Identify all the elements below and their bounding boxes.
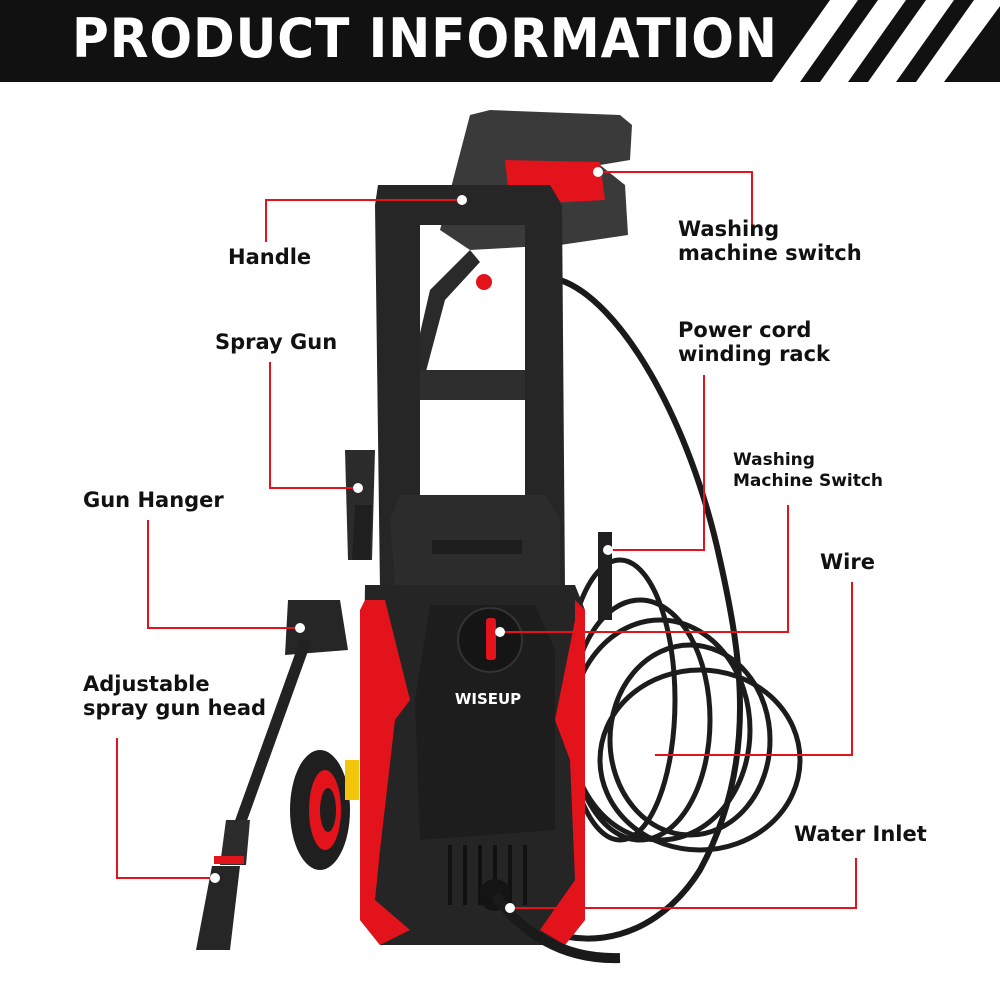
label-adjustable-spray-gun-head: Adjustable spray gun head: [83, 672, 267, 720]
lance-nozzle-grip: [220, 820, 250, 865]
banner-stripes: [772, 0, 1000, 82]
label-washing-machine-switch-top: Washing machine switch: [678, 217, 862, 265]
brand-logo: WISEUP: [455, 690, 521, 708]
right-red-trim: [540, 600, 585, 945]
label-water-inlet: Water Inlet: [794, 822, 927, 846]
vent-grille: [448, 845, 527, 905]
callout-lines: [116, 171, 857, 909]
label-wire: Wire: [820, 550, 875, 574]
frame-crossbar: [420, 370, 525, 400]
label-power-cord-winding-rack: Power cord winding rack: [678, 318, 831, 366]
header-banner: PRODUCT INFORMATION: [0, 0, 1000, 82]
power-cord: [497, 277, 743, 942]
inlet-hose: [490, 892, 621, 964]
cord-rack-hook: [598, 532, 612, 620]
callout-dots: [210, 167, 655, 913]
left-red-trim: [360, 600, 410, 945]
banner-title: PRODUCT INFORMATION: [72, 7, 778, 70]
nozzle-red-ring: [214, 856, 244, 864]
lance-rod: [228, 640, 312, 840]
spray-gun-red-knob: [476, 274, 492, 290]
power-dial-switch: [486, 618, 496, 660]
nozzle-tip: [196, 866, 240, 950]
warning-label: [345, 760, 359, 800]
label-gun-hanger: Gun Hanger: [83, 488, 224, 512]
front-panel: [415, 605, 555, 840]
label-washing-machine-switch-mid: Washing Machine Switch: [733, 450, 884, 491]
label-spray-gun: Spray Gun: [215, 330, 338, 354]
label-handle: Handle: [228, 245, 312, 269]
